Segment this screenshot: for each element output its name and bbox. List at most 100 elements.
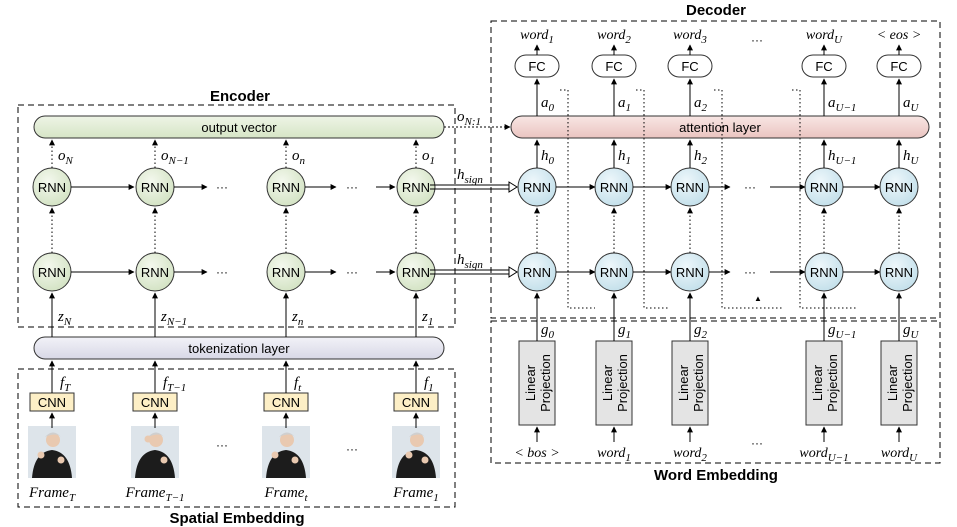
video-frame-image bbox=[392, 426, 440, 478]
rnn-label: RNN bbox=[810, 265, 838, 280]
ellipsis: ··· bbox=[346, 180, 358, 194]
rnn-label: RNN bbox=[38, 180, 66, 195]
linear-projection-label: LinearProjection bbox=[885, 354, 915, 412]
frame-label: Framet bbox=[263, 485, 308, 504]
decoder-rnn-bottom: RNN bbox=[517, 252, 557, 292]
rnn-label: RNN bbox=[600, 180, 628, 195]
rnn-label: RNN bbox=[885, 265, 913, 280]
cnn-label: CNN bbox=[38, 395, 66, 410]
rnn-label: RNN bbox=[600, 265, 628, 280]
linear-projection-label: LinearProjection bbox=[523, 354, 553, 412]
decoder-rnn-top: RNN bbox=[594, 167, 634, 207]
input-token-label: wordU−1 bbox=[799, 446, 848, 464]
rnn-label: RNN bbox=[38, 265, 66, 280]
output-vector-label: output vector bbox=[201, 120, 277, 135]
video-frame-image bbox=[28, 426, 76, 478]
embedding-label: gU−1 bbox=[828, 322, 856, 341]
fc-label: FC bbox=[890, 59, 907, 74]
ellipsis: ··· bbox=[216, 265, 228, 279]
rnn-label: RNN bbox=[676, 180, 704, 195]
rnn-label: RNN bbox=[272, 180, 300, 195]
fc-label: FC bbox=[815, 59, 832, 74]
word-embedding-title: Word Embedding bbox=[654, 467, 778, 484]
hidden-label: hU−1 bbox=[828, 148, 856, 167]
hidden-label: h2 bbox=[694, 148, 708, 167]
frame-label: FrameT bbox=[28, 485, 76, 504]
feature-label: fT bbox=[60, 375, 71, 394]
fc-label: FC bbox=[528, 59, 545, 74]
fc-label: FC bbox=[605, 59, 622, 74]
cnn-block: CNN bbox=[132, 392, 178, 412]
rnn-label: RNN bbox=[523, 180, 551, 195]
decoder-title: Decoder bbox=[686, 2, 746, 19]
linear-projection-block: LinearProjection bbox=[880, 340, 918, 426]
feedback-arrowhead: ▲ bbox=[754, 294, 762, 303]
cnn-label: CNN bbox=[402, 395, 430, 410]
linear-projection-block: LinearProjection bbox=[595, 340, 633, 426]
hidden-label: h1 bbox=[618, 148, 631, 167]
input-token-label: wordU bbox=[881, 446, 918, 464]
z-label: zN−1 bbox=[160, 309, 187, 328]
attention-output-label: aU bbox=[903, 95, 920, 114]
cnn-block: CNN bbox=[29, 392, 75, 412]
input-token-label: word1 bbox=[597, 446, 631, 464]
output-word-label: word2 bbox=[597, 28, 631, 46]
input-token-label: word2 bbox=[673, 446, 707, 464]
ellipsis: ··· bbox=[751, 436, 763, 450]
decoder-rnn-top: RNN bbox=[670, 167, 710, 207]
cnn-block: CNN bbox=[393, 392, 439, 412]
rnn-label: RNN bbox=[676, 265, 704, 280]
video-frame-image bbox=[131, 426, 179, 478]
encoder-rnn-bottom: RNN bbox=[32, 252, 72, 292]
context-label: oN:1 bbox=[457, 109, 481, 128]
fc-label: FC bbox=[681, 59, 698, 74]
encoder-network: RNNRNNoNzNRNNRNNoN−1zN−1RNNRNNonznRNNRNN… bbox=[32, 139, 436, 337]
decoder-rnn-bottom: RNN bbox=[670, 252, 710, 292]
encoder-title: Encoder bbox=[210, 88, 270, 105]
attention-layer-label: attention layer bbox=[679, 120, 761, 135]
output-word-label: word1 bbox=[520, 28, 554, 46]
z-label: zN bbox=[57, 309, 72, 328]
decoder-rnn-bottom: RNN bbox=[879, 252, 919, 292]
rnn-label: RNN bbox=[141, 265, 169, 280]
spatial-embedding-region bbox=[17, 368, 456, 508]
hsign-connections bbox=[430, 181, 518, 278]
tokenization-layer-label: tokenization layer bbox=[188, 341, 290, 356]
encoder-rnn-top: RNN bbox=[32, 167, 72, 207]
hsign-label-bottom: hsign bbox=[457, 252, 483, 271]
embedding-label: g0 bbox=[541, 322, 555, 341]
linear-projection-label: LinearProjection bbox=[600, 354, 630, 412]
encoder-rnn-top: RNN bbox=[135, 167, 175, 207]
decoder-region bbox=[490, 20, 941, 319]
linear-projection-label: LinearProjection bbox=[810, 354, 840, 412]
embedding-label: gU bbox=[903, 322, 920, 341]
ellipsis: ··· bbox=[216, 438, 228, 452]
word-embedding-region bbox=[490, 320, 941, 464]
fc-block: FC bbox=[876, 54, 922, 78]
output-label: o1 bbox=[422, 148, 435, 167]
encoder-rnn-top: RNN bbox=[266, 167, 306, 207]
output-label: oN−1 bbox=[161, 148, 189, 167]
cnn-block: CNN bbox=[263, 392, 309, 412]
output-word-label: word3 bbox=[673, 28, 707, 46]
rnn-label: RNN bbox=[523, 265, 551, 280]
attention-output-label: a1 bbox=[618, 95, 631, 114]
tokenization-layer-bar bbox=[33, 336, 445, 360]
cnn-label: CNN bbox=[141, 395, 169, 410]
linear-projection-block: LinearProjection bbox=[671, 340, 709, 426]
decoder-rnn-bottom: RNN bbox=[594, 252, 634, 292]
rnn-label: RNN bbox=[141, 180, 169, 195]
spatial-embedding-network: CNNfTFrameTCNNfT−1FrameT−1CNNftFrametCNN… bbox=[28, 360, 440, 504]
fc-block: FC bbox=[591, 54, 637, 78]
encoder-rnn-bottom: RNN bbox=[396, 252, 436, 292]
decoder-rnn-top: RNN bbox=[879, 167, 919, 207]
z-label: z1 bbox=[421, 309, 433, 328]
video-frame-image bbox=[262, 426, 310, 478]
output-label: on bbox=[292, 148, 306, 167]
cnn-label: CNN bbox=[272, 395, 300, 410]
feature-label: f1 bbox=[424, 375, 434, 394]
fc-block: FC bbox=[667, 54, 713, 78]
linear-projection-block: LinearProjection bbox=[805, 340, 843, 426]
